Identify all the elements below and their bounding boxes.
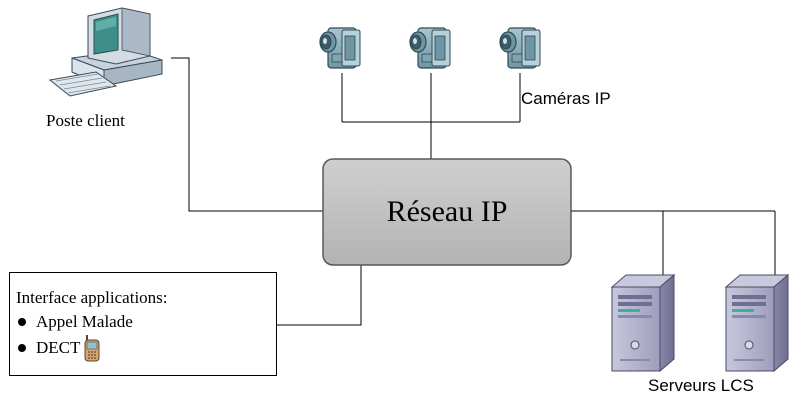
list-item: Appel Malade xyxy=(16,310,276,334)
ip-camera-icon[interactable] xyxy=(319,27,361,69)
desktop-computer-icon[interactable] xyxy=(48,7,163,97)
connection-lines xyxy=(171,57,776,326)
link-interface-network xyxy=(277,265,362,326)
tower-server-icon[interactable] xyxy=(725,274,789,372)
servers-label: Serveurs LCS xyxy=(648,376,754,395)
interface-title: Interface applications: xyxy=(16,288,168,307)
tower-server-icon[interactable] xyxy=(611,274,675,372)
interface-item-appel-malade: Appel Malade xyxy=(36,312,133,331)
interface-list: Appel Malade DECT xyxy=(16,310,276,362)
interface-applications-box: Interface applications: Appel Malade DEC… xyxy=(9,272,277,376)
ip-camera-icon[interactable] xyxy=(409,27,451,69)
ip-camera-icon[interactable] xyxy=(499,27,541,69)
interface-item-dect: DECT xyxy=(36,338,81,357)
dect-phone-icon xyxy=(84,335,100,362)
client-label: Poste client xyxy=(46,111,125,130)
cameras-label: Caméras IP xyxy=(521,89,611,108)
list-item: DECT xyxy=(16,334,276,362)
link-client-network xyxy=(171,57,323,212)
bullet-icon xyxy=(18,318,26,326)
bullet-icon xyxy=(18,344,26,352)
network-box[interactable] xyxy=(322,158,572,266)
